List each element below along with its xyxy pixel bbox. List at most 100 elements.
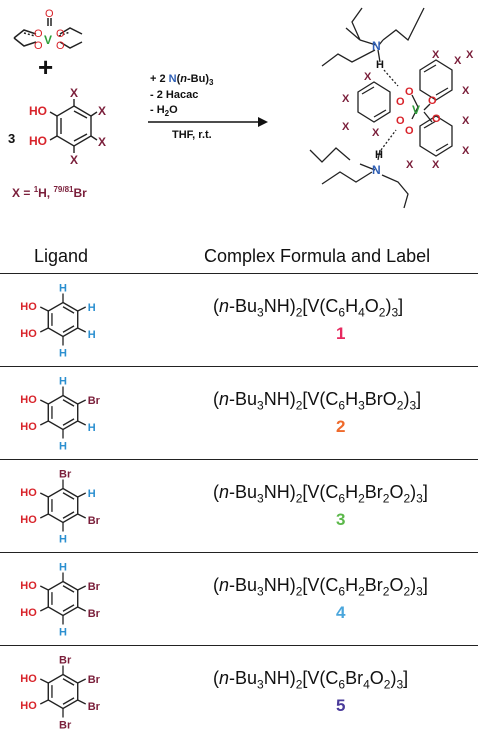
ligand-substituent: H — [59, 376, 67, 388]
reaction-scheme: O O O O O V + 3 HO HO X X X X X = 1H, 79… — [8, 7, 474, 209]
ligand-hydroxyl: HO — [20, 673, 37, 685]
vanadium-label: V — [44, 33, 52, 47]
reaction-arrow — [148, 117, 268, 127]
ligand-substituent: Br — [59, 720, 72, 732]
row-divider — [0, 366, 478, 367]
ligand-substituent: Br — [59, 655, 72, 667]
product-x-3: X — [462, 85, 470, 97]
ligand-substituent: Br — [88, 395, 101, 407]
product-h-bottom: H — [375, 149, 383, 161]
plus-sign: + — [38, 52, 53, 82]
product-x-4: X — [432, 49, 440, 61]
ligand-substituent: H — [88, 422, 96, 434]
ligand-substituent: H — [59, 562, 67, 574]
product-x-7: X — [342, 121, 350, 133]
complex-label: 1 — [336, 323, 346, 343]
ligand-substituent: H — [59, 534, 67, 546]
complex-label: 2 — [336, 416, 346, 436]
reactant-x-bottom: X — [70, 153, 78, 167]
product-o-3: O — [428, 95, 437, 107]
ligand-substituent: H — [88, 488, 96, 500]
ligand-substituent: Br — [88, 701, 101, 713]
product-x-11: X — [432, 159, 440, 171]
ligand-hydroxyl: HO — [20, 487, 37, 499]
ligand-substituent: H — [59, 441, 67, 453]
ligand-hydroxyl: HO — [20, 301, 37, 313]
product-o-5: O — [405, 125, 414, 137]
x-definition: X = 1H, 79/81Br — [12, 185, 87, 200]
ligand-substituent: Br — [88, 515, 101, 527]
ligand-substituent: Br — [59, 469, 72, 481]
complex-label: 4 — [336, 602, 346, 622]
reactant-x-right-bottom: X — [98, 135, 106, 149]
ligand-hydroxyl: HO — [20, 514, 37, 526]
reactant-ho-bottom: HO — [29, 134, 47, 148]
ligand-structure: H H H H HO HO — [20, 283, 95, 360]
row-divider — [0, 552, 478, 553]
ligand-hydroxyl: HO — [20, 421, 37, 433]
header-divider — [0, 273, 478, 274]
complex-label: 5 — [336, 695, 346, 715]
product-n-bottom: N — [372, 163, 381, 177]
product-o-1: O — [405, 86, 414, 98]
product-o-2: O — [396, 96, 405, 108]
formula-column-header: Complex Formula and Label — [204, 246, 431, 266]
product-x-12: X — [406, 159, 414, 171]
catechol-reactant — [49, 99, 98, 153]
ligand-hydroxyl: HO — [20, 607, 37, 619]
condition-remove-hacac: - 2 Hacac — [150, 89, 198, 101]
condition-solvent-temp: THF, r.t. — [172, 129, 212, 141]
ligand-substituent: Br — [88, 674, 101, 686]
ligand-substituent: H — [88, 329, 96, 341]
ligand-substituent: H — [59, 627, 67, 639]
acac-o-left-top: O — [34, 28, 43, 40]
complex-formula: (n-Bu3NH)2[V(C6H3BrO2)3] — [213, 388, 422, 413]
product-x-5: X — [364, 71, 372, 83]
complex-formula: (n-Bu3NH)2[V(C6H2Br2O2)3] — [213, 574, 428, 599]
product-x-9: X — [462, 115, 470, 127]
ligand-hydroxyl: HO — [20, 700, 37, 712]
product-h-top: H — [376, 59, 384, 71]
product-x-6: X — [342, 93, 350, 105]
product-x-2: X — [466, 49, 474, 61]
product-x-1: X — [454, 55, 462, 67]
acac-o-right-top: O — [56, 28, 65, 40]
product-x-10: X — [462, 145, 470, 157]
ligand-substituent: H — [59, 283, 67, 295]
complex-formula: (n-Bu3NH)2[V(C6Br4O2)3] — [213, 667, 409, 692]
reactant-ho-top: HO — [29, 104, 47, 118]
ligand-substituent: Br — [88, 581, 101, 593]
product-o-6: O — [432, 113, 441, 125]
row-divider — [0, 459, 478, 460]
vanadyl-acac-complex — [13, 18, 83, 49]
acac-o-right-bottom: O — [56, 40, 65, 52]
acac-o-left-bottom: O — [34, 40, 43, 52]
ligand-substituent: H — [88, 302, 96, 314]
product-n-top: N — [372, 39, 381, 53]
condition-remove-water: - H2O — [150, 104, 178, 118]
oxo-o-label: O — [45, 8, 54, 20]
reactant-x-right-top: X — [98, 104, 106, 118]
ligand-hydroxyl: HO — [20, 328, 37, 340]
ligand-hydroxyl: HO — [20, 580, 37, 592]
product-complex — [309, 7, 453, 209]
product-vanadium: V — [412, 103, 420, 117]
ligand-substituent: Br — [88, 608, 101, 620]
product-x-8: X — [372, 127, 380, 139]
ligand-hydroxyl: HO — [20, 394, 37, 406]
ligand-column-header: Ligand — [34, 246, 89, 266]
ligand-substituent: H — [59, 348, 67, 360]
condition-add-amine: + 2 N(n-Bu)3 — [150, 73, 214, 87]
complex-formula: (n-Bu3NH)2[V(C6H2Br2O2)3] — [213, 481, 428, 506]
row-divider — [0, 645, 478, 646]
complex-formula: (n-Bu3NH)2[V(C6H4O2)3] — [213, 295, 404, 320]
product-o-4: O — [396, 115, 405, 127]
complex-label: 3 — [336, 509, 346, 529]
reactant-x-top: X — [70, 86, 78, 100]
stoichiometric-coefficient: 3 — [8, 131, 15, 146]
